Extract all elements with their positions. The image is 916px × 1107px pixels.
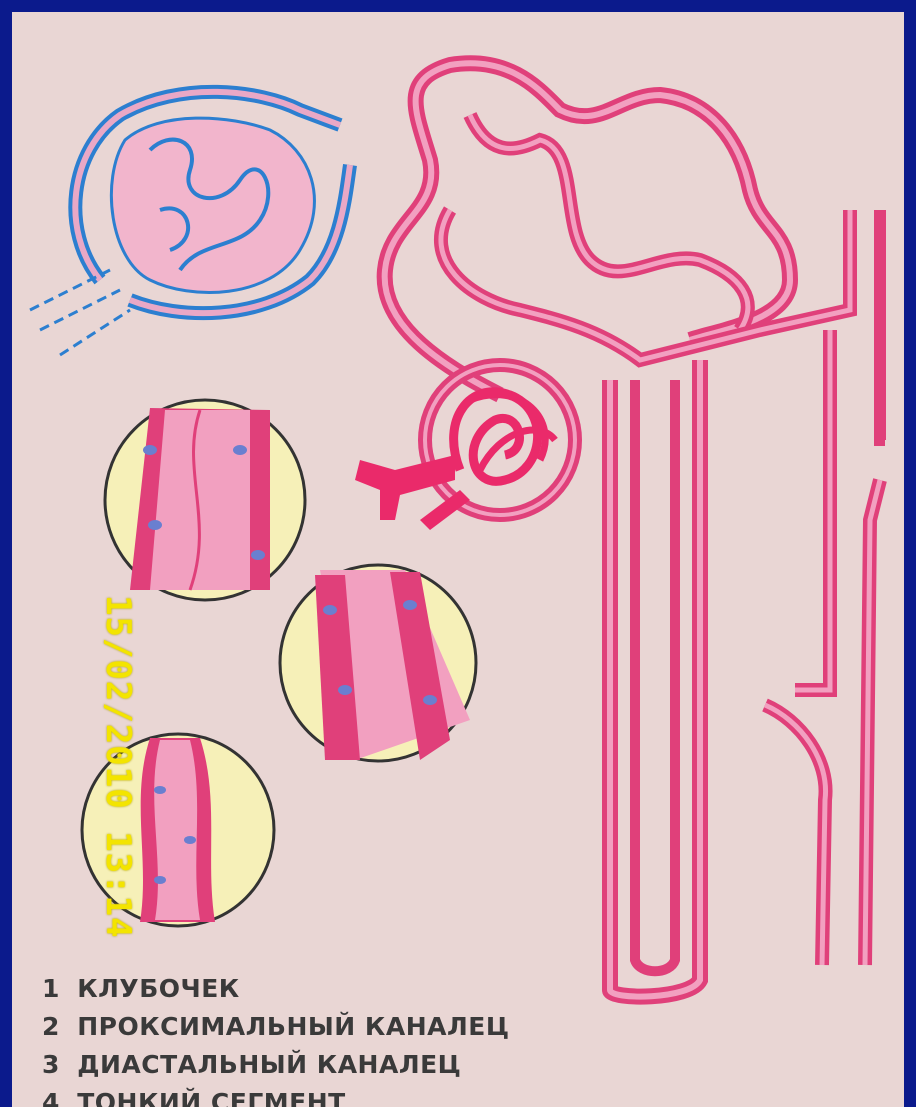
legend-item: 4 ТОНКИЙ СЕГМЕНТ (42, 1084, 510, 1107)
legend-label: КЛУБОЧЕК (77, 974, 240, 1003)
legend-number: 3 (42, 1046, 68, 1084)
nephron-illustration (12, 12, 904, 1107)
glomerulus-drawing (355, 365, 575, 530)
legend-label: ТОНКИЙ СЕГМЕНТ (77, 1088, 346, 1107)
inset-circle-2 (280, 565, 476, 761)
legend-number: 2 (42, 1008, 68, 1046)
legend-number: 1 (42, 970, 68, 1008)
legend-item: 3 ДИАСТАЛЬНЫЙ КАНАЛЕЦ (42, 1046, 510, 1084)
nephron-tubules (385, 63, 885, 996)
legend-number: 4 (42, 1084, 68, 1107)
legend-item: 1 КЛУБОЧЕК (42, 970, 510, 1008)
bowman-capsule-drawing (30, 92, 350, 355)
legend: 1 КЛУБОЧЕК 2 ПРОКСИМАЛЬНЫЙ КАНАЛЕЦ 3 ДИА… (42, 970, 510, 1107)
poster-photo: 15/02/2010 13:14 1 КЛУБОЧЕК 2 ПРОКСИМАЛЬ… (12, 12, 904, 1107)
inset-circle-1 (105, 400, 305, 600)
date-stamp: 15/02/2010 13:14 (98, 595, 138, 975)
legend-label: ДИАСТАЛЬНЫЙ КАНАЛЕЦ (77, 1050, 461, 1079)
legend-label: ПРОКСИМАЛЬНЫЙ КАНАЛЕЦ (77, 1012, 509, 1041)
legend-item: 2 ПРОКСИМАЛЬНЫЙ КАНАЛЕЦ (42, 1008, 510, 1046)
